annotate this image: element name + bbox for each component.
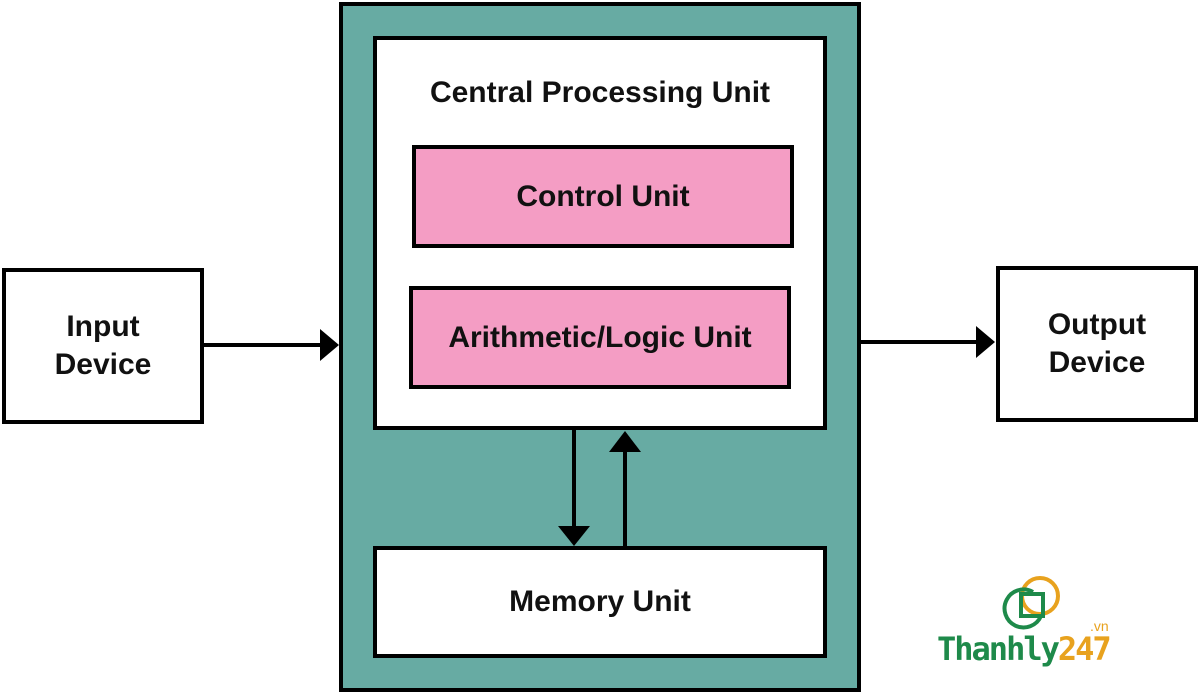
cpu-title: Central Processing Unit bbox=[429, 76, 771, 109]
output-device-box: Output Device bbox=[996, 266, 1198, 422]
logo-wordmark: Thanhly247 bbox=[937, 630, 1112, 668]
logo-mark-icon bbox=[1002, 576, 1060, 630]
input-device-label-line2: Device bbox=[54, 348, 152, 381]
logo-number-part: 247 bbox=[1057, 630, 1112, 668]
input-device-box: Input Device bbox=[2, 268, 204, 424]
control-unit-label: Control Unit bbox=[516, 179, 690, 213]
thanhly247-logo: Thanhly247 .vn bbox=[935, 572, 1135, 672]
memory-unit-box: Memory Unit bbox=[373, 546, 827, 658]
control-unit-box: Control Unit bbox=[412, 145, 794, 248]
memory-unit-label: Memory Unit bbox=[509, 585, 691, 618]
output-device-label-line1: Output bbox=[1047, 308, 1147, 341]
input-to-cpu-arrow bbox=[204, 329, 339, 361]
output-device-label-line2: Device bbox=[1048, 346, 1146, 379]
input-device-label-line1: Input bbox=[66, 310, 140, 343]
alu-label: Arithmetic/Logic Unit bbox=[448, 320, 752, 354]
cpu-to-output-arrow bbox=[861, 326, 995, 358]
alu-box: Arithmetic/Logic Unit bbox=[409, 286, 791, 389]
logo-domain: .vn bbox=[1090, 618, 1109, 634]
logo-name-part: Thanhly bbox=[937, 630, 1060, 668]
